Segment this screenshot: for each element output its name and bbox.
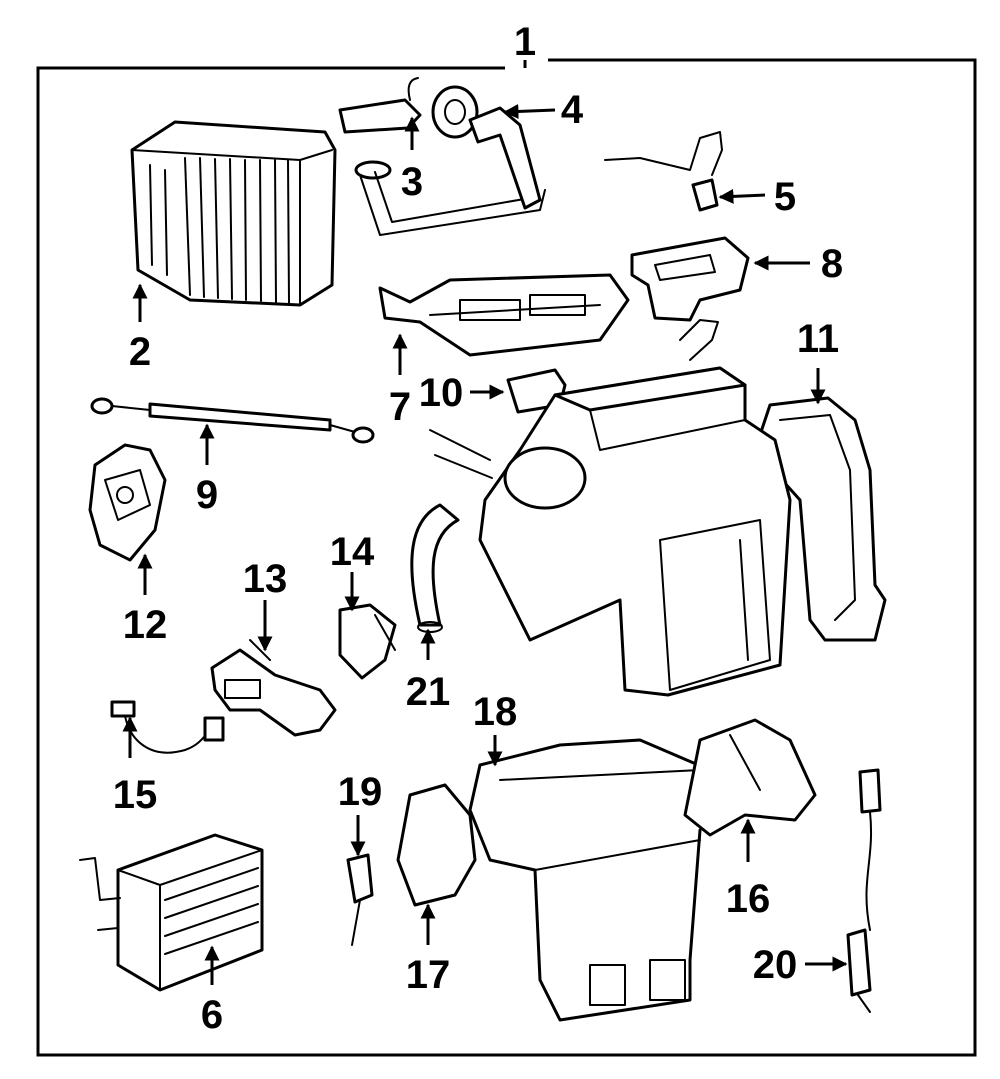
assembly-frame (36, 58, 977, 1057)
callout-labels: 1 2 3 4 5 6 7 8 9 10 11 12 13 14 15 16 1… (113, 20, 843, 1037)
callout-20: 20 (753, 943, 798, 987)
callout-18: 18 (473, 690, 518, 734)
actuator-bracket-icon (88, 443, 167, 562)
callout-9: 9 (196, 473, 218, 517)
duct-piece-icon (396, 783, 477, 907)
callout-21: 21 (406, 670, 451, 714)
air-duct-icon (630, 236, 750, 322)
callout-6: 6 (201, 993, 223, 1037)
temp-sensor-icon (846, 768, 882, 1013)
main-case-icon (429, 319, 792, 697)
callout-7: 7 (389, 385, 411, 429)
callout-1: 1 (514, 20, 536, 64)
callout-4: 4 (561, 88, 584, 132)
callout-12: 12 (123, 603, 168, 647)
callout-2: 2 (129, 330, 151, 374)
callout-17: 17 (406, 953, 451, 997)
callout-5: 5 (774, 175, 796, 219)
defroster-nozzle-icon (378, 273, 630, 357)
heater-core-icon (79, 833, 264, 992)
callout-14: 14 (330, 530, 375, 574)
callout-10: 10 (419, 371, 464, 415)
callout-16: 16 (726, 877, 771, 921)
callout-8: 8 (821, 242, 843, 286)
callout-19: 19 (338, 770, 383, 814)
callout-15: 15 (113, 773, 158, 817)
control-cable-icon (90, 397, 375, 444)
drain-hose-icon (410, 503, 460, 633)
resistor-icon (338, 603, 397, 680)
callout-13: 13 (243, 557, 288, 601)
blower-case-icon (468, 738, 722, 1022)
leader-lines (122, 103, 848, 985)
sensor-plug-icon (346, 853, 374, 946)
callout-11: 11 (797, 317, 839, 361)
servo-motor-icon (210, 639, 337, 737)
side-duct-icon (683, 718, 817, 837)
thermistor-wire-icon (604, 131, 723, 212)
grommet-tube-icon (431, 85, 542, 210)
evaporator-core-icon (130, 120, 337, 307)
callout-3: 3 (401, 160, 423, 204)
wire-harness-icon (110, 700, 225, 754)
